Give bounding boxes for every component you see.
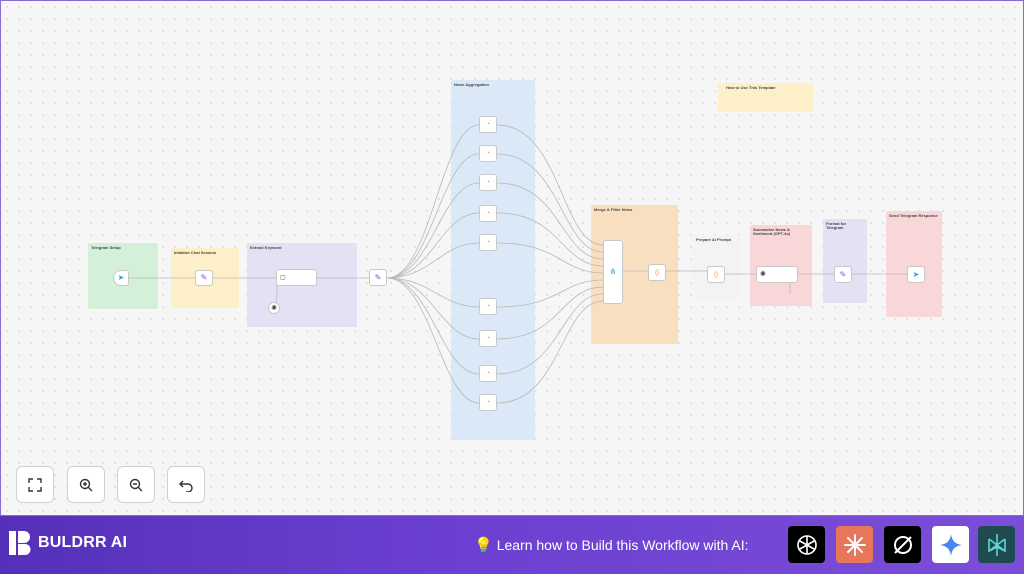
node-openai-summarize[interactable]: ✺ xyxy=(756,266,798,283)
node-format-fields[interactable]: ✎ xyxy=(834,266,852,283)
node-rss-4[interactable]: ◔ xyxy=(479,205,497,222)
pencil-icon: ✎ xyxy=(839,269,847,279)
chatgpt-button[interactable] xyxy=(788,526,825,563)
pencil-icon: ✎ xyxy=(200,273,208,282)
sticky-format-telegram[interactable]: Format for Telegram xyxy=(823,219,867,303)
node-rss-3[interactable]: ◔ xyxy=(479,174,497,191)
perplexity-icon xyxy=(987,533,1006,556)
node-prompt-code[interactable]: {} xyxy=(707,266,725,283)
workflow-canvas[interactable]: Telegram Setup Initialize Chat Session E… xyxy=(0,0,1024,516)
node-telegram-trigger[interactable]: ➤ xyxy=(113,270,129,286)
node-rss-6[interactable]: ◔ xyxy=(479,298,497,315)
rss-icon: ◔ xyxy=(485,370,491,377)
rss-icon: ◔ xyxy=(485,210,491,217)
learn-text: Learn how to Build this Workflow with AI… xyxy=(496,537,749,553)
rss-icon: ◔ xyxy=(485,239,491,246)
brand-name: BULDRR AI xyxy=(38,534,128,551)
brand[interactable]: BULDRR AI xyxy=(8,530,127,556)
node-rss-9[interactable]: ◔ xyxy=(479,394,497,411)
sticky-title: Merge & Filter News xyxy=(594,207,633,212)
zoom-out-button[interactable] xyxy=(117,466,155,503)
pencil-icon: ✎ xyxy=(374,272,382,282)
sticky-send-telegram[interactable]: Send Telegram Response xyxy=(886,211,942,317)
connection-wires xyxy=(129,124,907,404)
node-merge[interactable]: ⋔ xyxy=(603,240,623,304)
sticky-title: Summarize News & Sentiment (GPT-4o) xyxy=(753,227,791,237)
loop-icon xyxy=(893,535,912,554)
perplexity-button[interactable] xyxy=(978,526,1015,563)
zoom-out-icon xyxy=(129,478,143,491)
sticky-summarize[interactable]: Summarize News & Sentiment (GPT-4o) xyxy=(750,225,812,306)
rss-icon: ◔ xyxy=(485,303,491,310)
telegram-icon: ➤ xyxy=(912,269,920,279)
lightbulb-icon: 💡 xyxy=(474,537,493,554)
reset-button[interactable] xyxy=(167,466,205,503)
sticky-title: Telegram Setup xyxy=(91,245,121,250)
undo-icon xyxy=(179,480,193,492)
agent-icon: ▢ xyxy=(280,274,286,281)
rss-icon: ◔ xyxy=(485,399,491,406)
sticky-how-to-use[interactable]: How to Use This Template xyxy=(718,83,813,112)
node-filter-code[interactable]: {} xyxy=(648,264,666,281)
rss-icon: ◔ xyxy=(485,121,491,128)
code-icon: {} xyxy=(654,269,659,276)
sticky-title: Format for Telegram xyxy=(826,221,846,231)
node-keyword-agent[interactable]: ▢ xyxy=(276,269,317,286)
rss-icon: ◔ xyxy=(485,150,491,157)
code-icon: {} xyxy=(713,271,718,278)
node-rss-5[interactable]: ◔ xyxy=(479,234,497,251)
loop-tool-button[interactable] xyxy=(884,526,921,563)
sticky-title: Prepare AI Prompt xyxy=(696,237,731,242)
openai-icon: ✺ xyxy=(271,304,277,312)
zoom-in-button[interactable] xyxy=(67,466,105,503)
buldrr-logo-icon xyxy=(9,531,31,555)
sticky-title: How to Use This Template xyxy=(726,85,776,90)
telegram-icon: ➤ xyxy=(117,273,125,282)
merge-icon: ⋔ xyxy=(609,267,617,276)
chatgpt-icon xyxy=(796,534,817,555)
sticky-title: Extract Keyword xyxy=(250,245,282,250)
openai-icon: ✺ xyxy=(760,271,766,278)
footer-bar: BULDRR AI 💡 Learn how to Build this Work… xyxy=(0,516,1024,574)
rss-icon: ◔ xyxy=(485,179,491,186)
sticky-title: News Aggregation xyxy=(454,82,489,87)
node-rss-2[interactable]: ◔ xyxy=(479,145,497,162)
claude-button[interactable] xyxy=(836,526,873,563)
gemini-button[interactable] xyxy=(932,526,969,563)
node-rss-8[interactable]: ◔ xyxy=(479,365,497,382)
node-edit-fields-2[interactable]: ✎ xyxy=(369,269,387,286)
node-edit-fields-1[interactable]: ✎ xyxy=(195,270,213,286)
node-telegram-send[interactable]: ➤ xyxy=(907,266,925,283)
learn-cta: 💡 Learn how to Build this Workflow with … xyxy=(474,536,749,554)
fullscreen-icon xyxy=(28,477,42,492)
gemini-icon xyxy=(939,533,962,556)
zoom-in-icon xyxy=(79,478,93,491)
node-chat-model[interactable]: ✺ xyxy=(268,302,280,314)
rss-icon: ◔ xyxy=(485,335,491,342)
sticky-title: Initialize Chat Session xyxy=(174,250,217,255)
fit-view-button[interactable] xyxy=(16,466,54,503)
node-rss-7[interactable]: ◔ xyxy=(479,330,497,347)
node-rss-1[interactable]: ◔ xyxy=(479,116,497,133)
sticky-title: Send Telegram Response xyxy=(889,213,938,218)
claude-icon xyxy=(843,533,866,556)
